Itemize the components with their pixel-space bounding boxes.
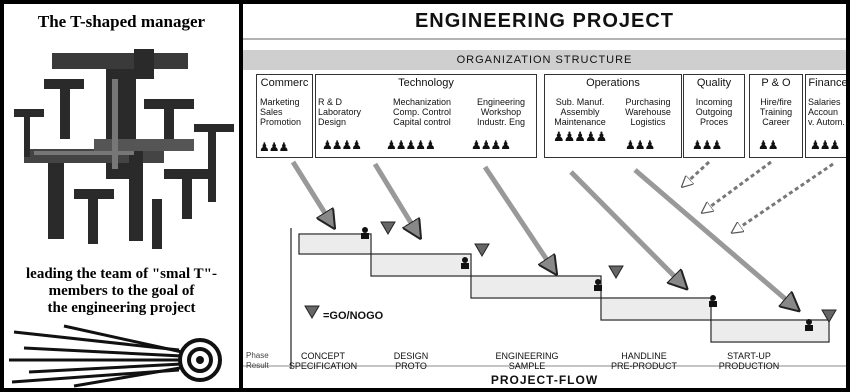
- go-nogo-legend: =GO/NOGO: [323, 310, 383, 322]
- go-nogo-triangle: [475, 244, 489, 256]
- left-caption-line-2: members to the goal of: [4, 283, 239, 300]
- phase-engineering: ENGINEERING SAMPLE: [487, 351, 567, 371]
- go-nogo-triangle: [381, 222, 395, 234]
- t-shaped-manager-panel: The T-shaped manager: [4, 4, 239, 388]
- support-flow-arrows: [683, 162, 833, 232]
- manager-icon: [595, 279, 601, 285]
- flow-arrow: [485, 167, 555, 272]
- arrows-to-target-illustration: [4, 320, 239, 388]
- phase-startup: START-UP PRODUCTION: [709, 351, 789, 371]
- flow-arrow: [375, 164, 419, 236]
- engineering-project-panel: ENGINEERING PROJECT ORGANIZATION STRUCTU…: [243, 4, 846, 388]
- left-panel-title: The T-shaped manager: [4, 12, 239, 32]
- flow-arrow: [571, 172, 685, 287]
- manager-icon: [362, 227, 368, 233]
- t-shaped-sculpture-illustration: [4, 39, 239, 254]
- legend-triangle-icon: [305, 306, 319, 318]
- dashed-flow-arrow: [683, 162, 709, 186]
- phase-result-label: Phase Result: [246, 351, 269, 371]
- manager-icon: [462, 257, 468, 263]
- dashed-flow-arrow: [703, 162, 771, 212]
- project-flow-diagram: [243, 4, 846, 388]
- flow-arrow: [293, 162, 333, 226]
- phase-concept: CONCEPT SPECIFICATION: [285, 351, 361, 371]
- dashed-flow-arrow: [733, 164, 833, 232]
- phase-design: DESIGN PROTO: [381, 351, 441, 371]
- phase-handline: HANDLINE PRE-PRODUCT: [599, 351, 689, 371]
- go-nogo-triangle: [609, 266, 623, 278]
- left-caption-line-1: leading the team of "smal T"-: [4, 266, 239, 283]
- project-flow-label: PROJECT-FLOW: [243, 373, 846, 387]
- manager-icon: [710, 295, 716, 301]
- left-caption-line-3: the engineering project: [4, 300, 239, 317]
- manager-icon: [806, 319, 812, 325]
- flow-arrow: [635, 170, 797, 309]
